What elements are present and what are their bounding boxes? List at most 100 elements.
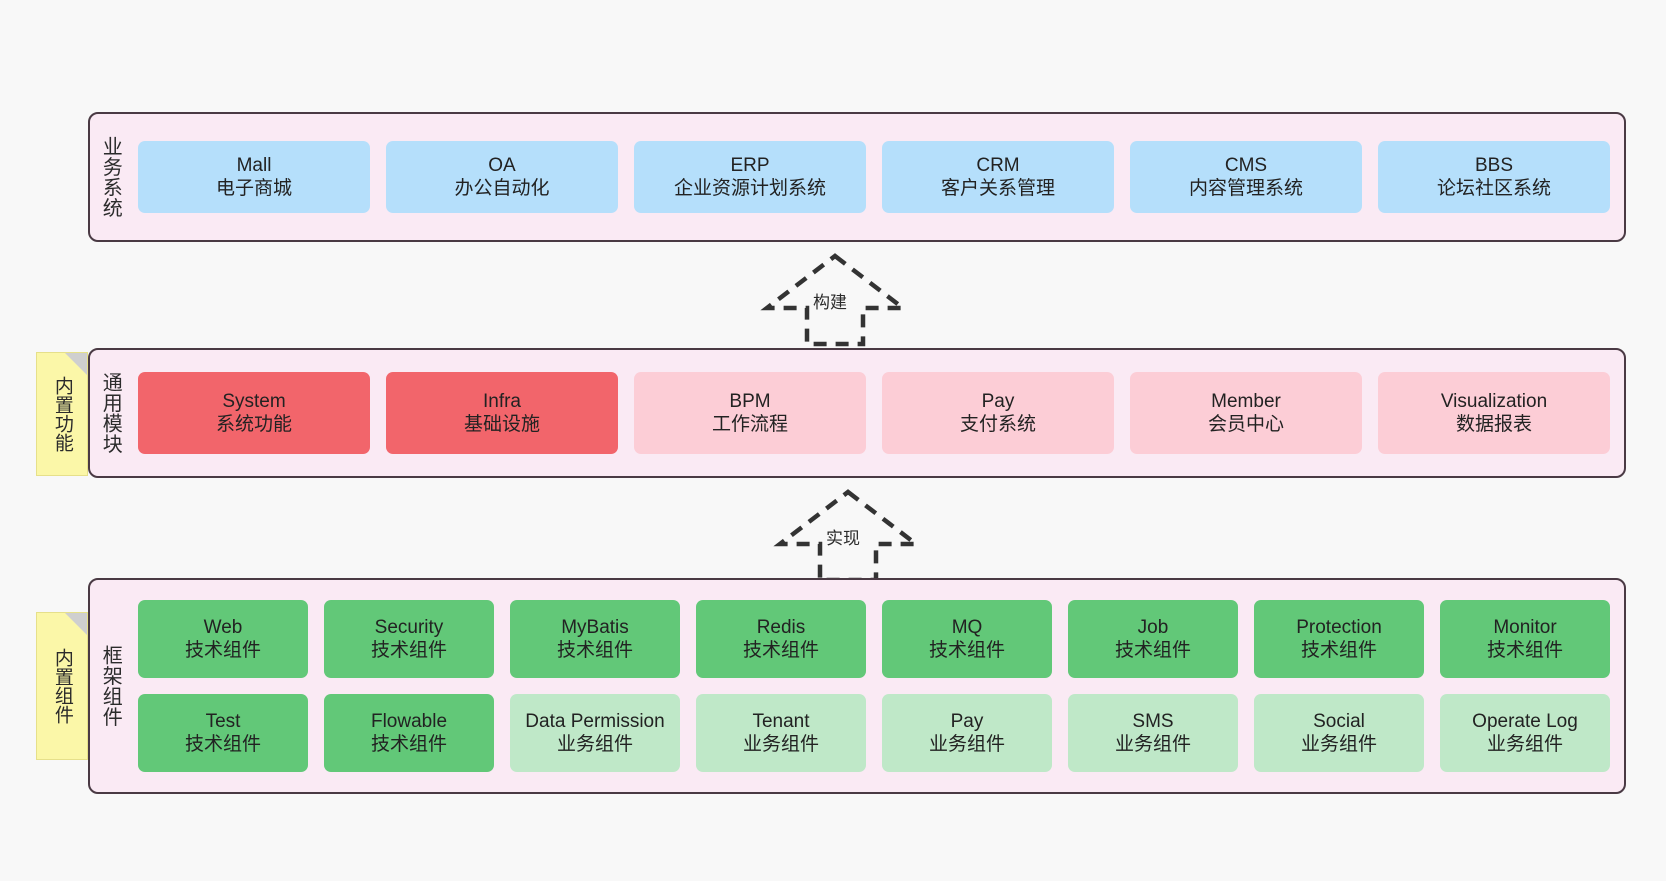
connector-build: 构建 (755, 252, 915, 348)
box-subtitle: 技术组件 (742, 640, 819, 661)
box-subtitle: 电子商城 (215, 178, 292, 199)
band-row: Mall 电子商城 OA 办公自动化 ERP 企业资源计划系统 CRM 客户关系… (138, 141, 1610, 213)
module-box-infra[interactable]: Infra 基础设施 (386, 372, 618, 454)
band-body-business: Mall 电子商城 OA 办公自动化 ERP 企业资源计划系统 CRM 客户关系… (130, 114, 1624, 240)
box-subtitle: 技术组件 (184, 734, 261, 755)
note-fold-icon (65, 613, 87, 635)
box-title: Pay (981, 390, 1015, 412)
note-builtin-components: 内置组件 (36, 612, 88, 760)
box-title: Visualization (1440, 390, 1548, 412)
box-subtitle: 基础设施 (463, 414, 540, 435)
component-box-operate-log[interactable]: Operate Log 业务组件 (1440, 694, 1610, 772)
system-box-cms[interactable]: CMS 内容管理系统 (1130, 141, 1362, 213)
band-row: Test 技术组件 Flowable 技术组件 Data Permission … (138, 694, 1610, 772)
component-box-redis[interactable]: Redis 技术组件 (696, 600, 866, 678)
box-title: Protection (1296, 616, 1382, 638)
box-subtitle: 业务组件 (1114, 734, 1191, 755)
system-box-oa[interactable]: OA 办公自动化 (386, 141, 618, 213)
box-subtitle: 内容管理系统 (1188, 178, 1303, 199)
box-subtitle: 技术组件 (1300, 640, 1377, 661)
component-box-flowable[interactable]: Flowable 技术组件 (324, 694, 494, 772)
box-subtitle: 技术组件 (184, 640, 261, 661)
box-title: Social (1313, 710, 1365, 732)
component-box-sms[interactable]: SMS 业务组件 (1068, 694, 1238, 772)
box-title: Security (374, 616, 444, 638)
component-box-social[interactable]: Social 业务组件 (1254, 694, 1424, 772)
box-subtitle: 技术组件 (556, 640, 633, 661)
box-subtitle: 技术组件 (1114, 640, 1191, 661)
generalization-arrow-icon (760, 253, 910, 347)
system-box-mall[interactable]: Mall 电子商城 (138, 141, 370, 213)
box-title: Operate Log (1472, 710, 1578, 732)
band-framework-components: 框架组件 Web 技术组件 Security 技术组件 MyBatis 技术组件… (88, 578, 1626, 794)
box-title: Mall (236, 154, 272, 176)
box-subtitle: 业务组件 (1300, 734, 1377, 755)
note-label: 内置组件 (51, 648, 73, 724)
module-box-visualization[interactable]: Visualization 数据报表 (1378, 372, 1610, 454)
component-box-web[interactable]: Web 技术组件 (138, 600, 308, 678)
box-title: MyBatis (561, 616, 629, 638)
box-title: Pay (950, 710, 984, 732)
band-row: System 系统功能 Infra 基础设施 BPM 工作流程 Pay 支付系统… (138, 372, 1610, 454)
component-box-protection[interactable]: Protection 技术组件 (1254, 600, 1424, 678)
box-title: Tenant (752, 710, 810, 732)
component-box-data-permission[interactable]: Data Permission 业务组件 (510, 694, 680, 772)
box-subtitle: 企业资源计划系统 (673, 178, 826, 199)
box-subtitle: 会员中心 (1207, 414, 1284, 435)
box-title: CRM (976, 154, 1020, 176)
box-title: Flowable (370, 710, 448, 732)
box-subtitle: 客户关系管理 (940, 178, 1055, 199)
box-subtitle: 业务组件 (742, 734, 819, 755)
box-subtitle: 业务组件 (928, 734, 1005, 755)
box-title: ERP (730, 154, 770, 176)
box-subtitle: 技术组件 (1486, 640, 1563, 661)
component-box-monitor[interactable]: Monitor 技术组件 (1440, 600, 1610, 678)
connector-label-build: 构建 (813, 293, 847, 312)
band-label-business: 业务系统 (99, 136, 122, 218)
box-title: Web (203, 616, 243, 638)
connector-label-implement: 实现 (826, 529, 860, 548)
band-label-framework: 框架组件 (99, 645, 122, 727)
module-box-system[interactable]: System 系统功能 (138, 372, 370, 454)
box-subtitle: 技术组件 (370, 734, 447, 755)
component-box-tenant[interactable]: Tenant 业务组件 (696, 694, 866, 772)
component-box-job[interactable]: Job 技术组件 (1068, 600, 1238, 678)
box-title: SMS (1132, 710, 1174, 732)
box-subtitle: 数据报表 (1455, 414, 1532, 435)
component-box-mq[interactable]: MQ 技术组件 (882, 600, 1052, 678)
box-subtitle: 办公自动化 (454, 178, 550, 199)
system-box-bbs[interactable]: BBS 论坛社区系统 (1378, 141, 1610, 213)
module-box-member[interactable]: Member 会员中心 (1130, 372, 1362, 454)
component-box-pay[interactable]: Pay 业务组件 (882, 694, 1052, 772)
box-title: BPM (729, 390, 771, 412)
system-box-crm[interactable]: CRM 客户关系管理 (882, 141, 1114, 213)
box-subtitle: 支付系统 (959, 414, 1036, 435)
box-title: Redis (756, 616, 806, 638)
band-body-common: System 系统功能 Infra 基础设施 BPM 工作流程 Pay 支付系统… (130, 350, 1624, 476)
band-common-modules: 通用模块 System 系统功能 Infra 基础设施 BPM 工作流程 Pay… (88, 348, 1626, 478)
box-title: MQ (951, 616, 983, 638)
box-title: Monitor (1493, 616, 1557, 638)
note-builtin-features: 内置功能 (36, 352, 88, 476)
component-box-mybatis[interactable]: MyBatis 技术组件 (510, 600, 680, 678)
module-box-bpm[interactable]: BPM 工作流程 (634, 372, 866, 454)
box-title: BBS (1474, 154, 1514, 176)
box-subtitle: 技术组件 (370, 640, 447, 661)
box-subtitle: 技术组件 (928, 640, 1005, 661)
band-business-systems: 业务系统 Mall 电子商城 OA 办公自动化 ERP 企业资源计划系统 CRM… (88, 112, 1626, 242)
box-subtitle: 业务组件 (1486, 734, 1563, 755)
box-subtitle: 系统功能 (215, 414, 292, 435)
component-box-security[interactable]: Security 技术组件 (324, 600, 494, 678)
box-title: CMS (1224, 154, 1268, 176)
box-title: Infra (482, 390, 522, 412)
box-title: Test (205, 710, 241, 732)
band-row: Web 技术组件 Security 技术组件 MyBatis 技术组件 Redi… (138, 600, 1610, 678)
box-title: OA (488, 154, 516, 176)
connector-implement: 实现 (768, 488, 928, 584)
box-title: Member (1211, 390, 1281, 412)
component-box-test[interactable]: Test 技术组件 (138, 694, 308, 772)
box-subtitle: 工作流程 (711, 414, 788, 435)
system-box-erp[interactable]: ERP 企业资源计划系统 (634, 141, 866, 213)
module-box-pay[interactable]: Pay 支付系统 (882, 372, 1114, 454)
